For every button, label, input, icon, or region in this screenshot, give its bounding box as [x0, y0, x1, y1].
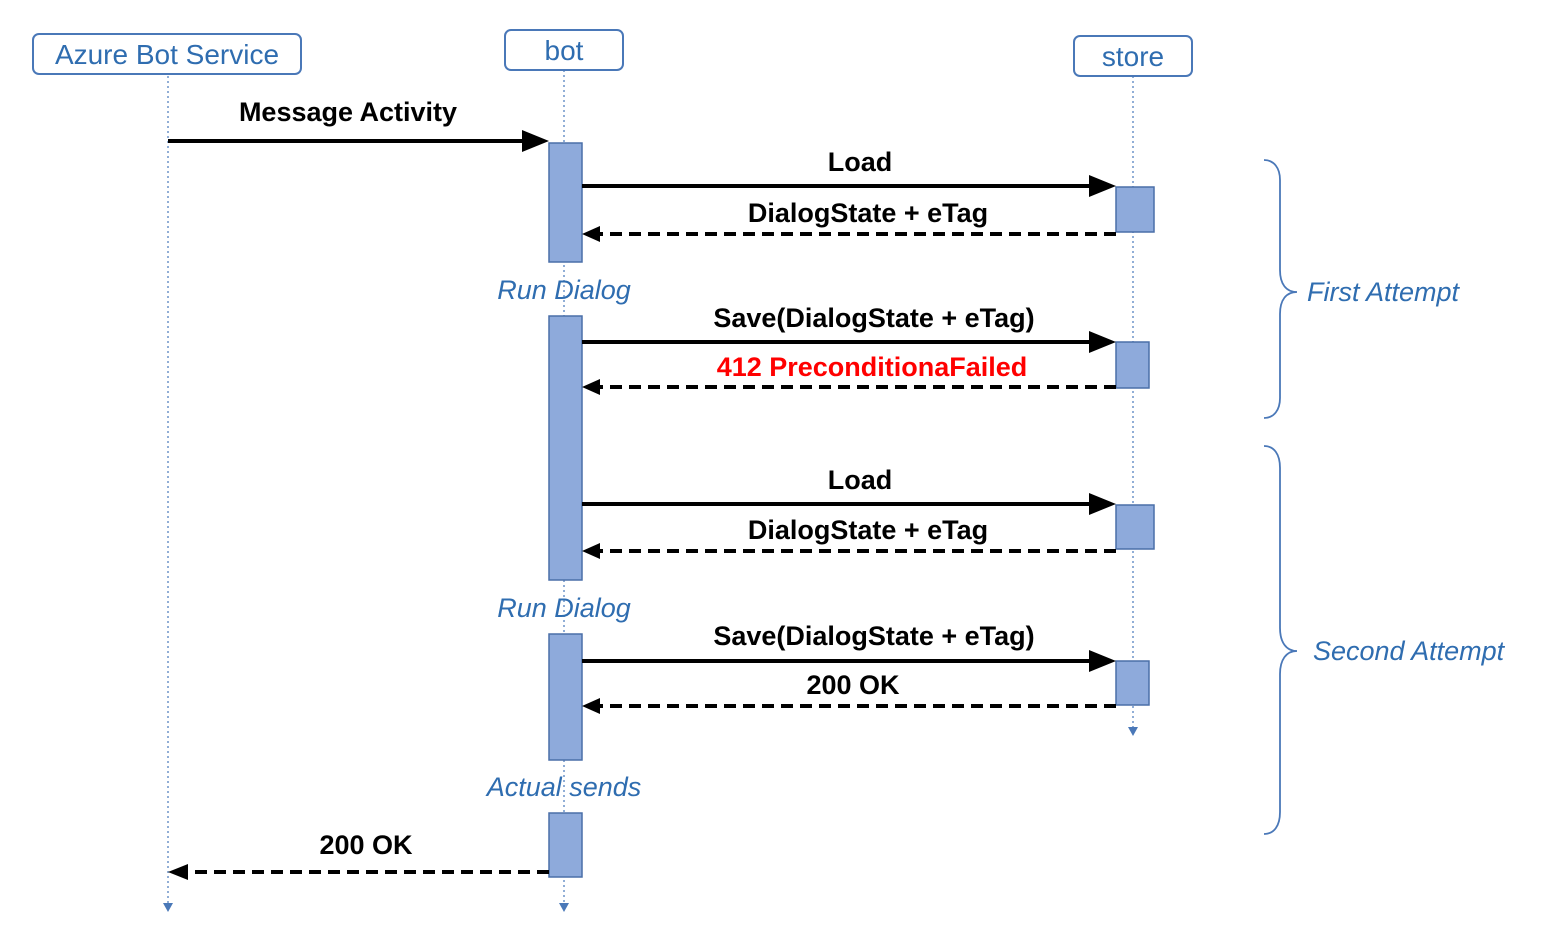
message-label: Message Activity	[239, 97, 457, 127]
lifeline-end-arrow-icon	[163, 903, 173, 912]
arrowhead-icon	[1089, 175, 1116, 197]
lifeline-end-arrow-icon	[1128, 727, 1138, 736]
store-activation-bar	[1115, 341, 1150, 389]
bot-activation-bar	[548, 142, 583, 263]
store-activation-bar	[1115, 504, 1155, 550]
group-label: Second Attempt	[1313, 636, 1506, 666]
arrowhead-icon	[582, 698, 600, 714]
bot-activation-bar	[548, 633, 583, 761]
arrowhead-icon	[582, 543, 600, 559]
message-label: DialogState + eTag	[748, 515, 988, 545]
message-arrow-precondition-failed: 412 PreconditionaFailed	[582, 352, 1116, 395]
bot-activation-bar	[548, 315, 583, 581]
message-label: Load	[828, 147, 893, 177]
arrowhead-icon	[522, 130, 549, 152]
curly-brace-icon	[1263, 159, 1298, 419]
store-activation-bar	[1115, 186, 1155, 233]
note-run-dialog: Run Dialog	[497, 593, 631, 623]
curly-brace-icon	[1263, 445, 1298, 835]
arrowhead-icon	[582, 226, 600, 242]
message-label: DialogState + eTag	[748, 198, 988, 228]
message-arrow-load: Load	[582, 147, 1116, 197]
arrowhead-icon	[1089, 331, 1116, 353]
lifeline-end-arrow-icon	[559, 903, 569, 912]
message-arrow-message-activity: Message Activity	[168, 97, 549, 152]
participant-label: bot	[545, 35, 584, 66]
group-label: First Attempt	[1307, 277, 1461, 307]
message-label: 200 OK	[806, 670, 900, 700]
message-arrow-load: Load	[582, 465, 1116, 515]
store-activation-bar	[1115, 660, 1150, 706]
message-label: Save(DialogState + eTag)	[713, 303, 1034, 333]
participant-store: store	[1073, 35, 1193, 77]
arrowhead-icon	[1089, 493, 1116, 515]
arrowhead-icon	[582, 379, 600, 395]
message-arrow-200-ok: 200 OK	[582, 670, 1116, 714]
note-run-dialog: Run Dialog	[497, 275, 631, 305]
message-label: Load	[828, 465, 893, 495]
participant-label: store	[1102, 41, 1164, 72]
participant-azure-bot-service: Azure Bot Service	[32, 33, 302, 75]
message-arrow-dialogstate-return: DialogState + eTag	[582, 515, 1116, 559]
message-arrow-save: Save(DialogState + eTag)	[582, 303, 1116, 353]
arrowhead-icon	[168, 864, 188, 880]
message-label-error: 412 PreconditionaFailed	[717, 352, 1028, 382]
note-actual-sends: Actual sends	[485, 772, 642, 802]
message-arrow-200-ok-final: 200 OK	[168, 830, 549, 880]
message-arrow-save: Save(DialogState + eTag)	[582, 621, 1116, 672]
message-label: 200 OK	[319, 830, 413, 860]
message-arrow-dialogstate-return: DialogState + eTag	[582, 198, 1116, 242]
message-label: Save(DialogState + eTag)	[713, 621, 1034, 651]
group-second-attempt: Second Attempt	[1263, 445, 1506, 835]
group-first-attempt: First Attempt	[1263, 159, 1461, 419]
bot-activation-bar	[548, 812, 583, 878]
participant-bot: bot	[504, 29, 624, 71]
participant-label: Azure Bot Service	[55, 39, 279, 70]
arrowhead-icon	[1089, 650, 1116, 672]
